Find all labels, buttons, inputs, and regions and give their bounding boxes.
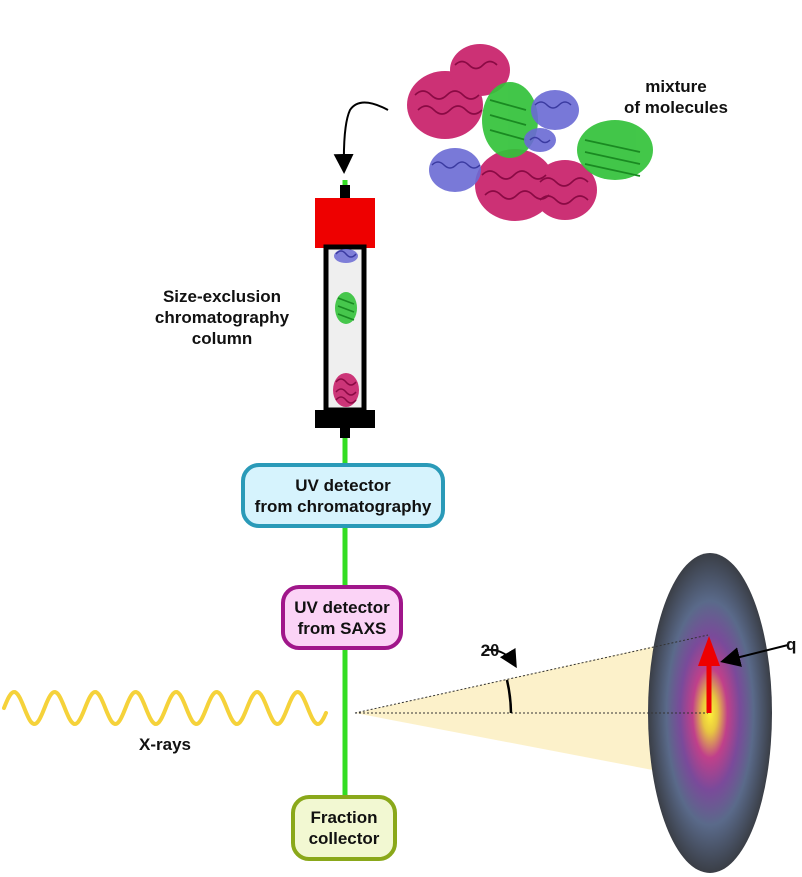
column-outlet-nozzle xyxy=(340,426,350,438)
beam-cone xyxy=(355,635,705,780)
uv-chrom-line2: from chromatography xyxy=(254,496,432,516)
column-protein-magenta xyxy=(333,373,359,407)
q-pointer xyxy=(720,644,789,667)
xrays-label: X-rays xyxy=(139,735,191,754)
column-label-line1: Size-exclusion xyxy=(162,287,282,306)
column-protein-green xyxy=(335,292,357,324)
fraction-collector-box: Fraction collector xyxy=(291,795,397,861)
uv-saxs-line2: from SAXS xyxy=(297,618,387,638)
column-top-cap xyxy=(315,198,375,248)
column-label: Size-exclusion chromatography column xyxy=(142,286,302,349)
column-bottom-cap xyxy=(315,410,375,428)
beam-scatter-line xyxy=(354,634,709,714)
fraction-line2: collector xyxy=(308,829,380,848)
fraction-line1: Fraction xyxy=(310,808,378,827)
mixture-label-line1: mixture xyxy=(645,77,707,96)
xray-wave xyxy=(2,689,328,727)
injection-arrow xyxy=(333,101,389,174)
q-label: q xyxy=(786,635,797,654)
column-label-line3: column xyxy=(191,329,253,348)
uv-detector-chromatography-box: UV detector from chromatography xyxy=(241,463,445,528)
column-protein-blue xyxy=(334,249,358,263)
column-inlet-nozzle xyxy=(340,185,350,199)
uv-detector-saxs-box: UV detector from SAXS xyxy=(281,585,403,650)
uv-chrom-line1: UV detector xyxy=(295,475,391,495)
q-vector-head xyxy=(698,636,720,666)
two-theta-arc xyxy=(505,679,513,714)
two-theta-label: 2θ xyxy=(480,641,500,660)
uv-saxs-line1: UV detector xyxy=(294,597,390,617)
mixture-label-line2: of molecules xyxy=(624,98,728,117)
column-label-line2: chromatography xyxy=(154,308,290,327)
mixture-label: mixture of molecules xyxy=(606,76,746,118)
two-theta-pointer xyxy=(484,648,517,669)
molecule-mixture-image xyxy=(407,44,653,221)
